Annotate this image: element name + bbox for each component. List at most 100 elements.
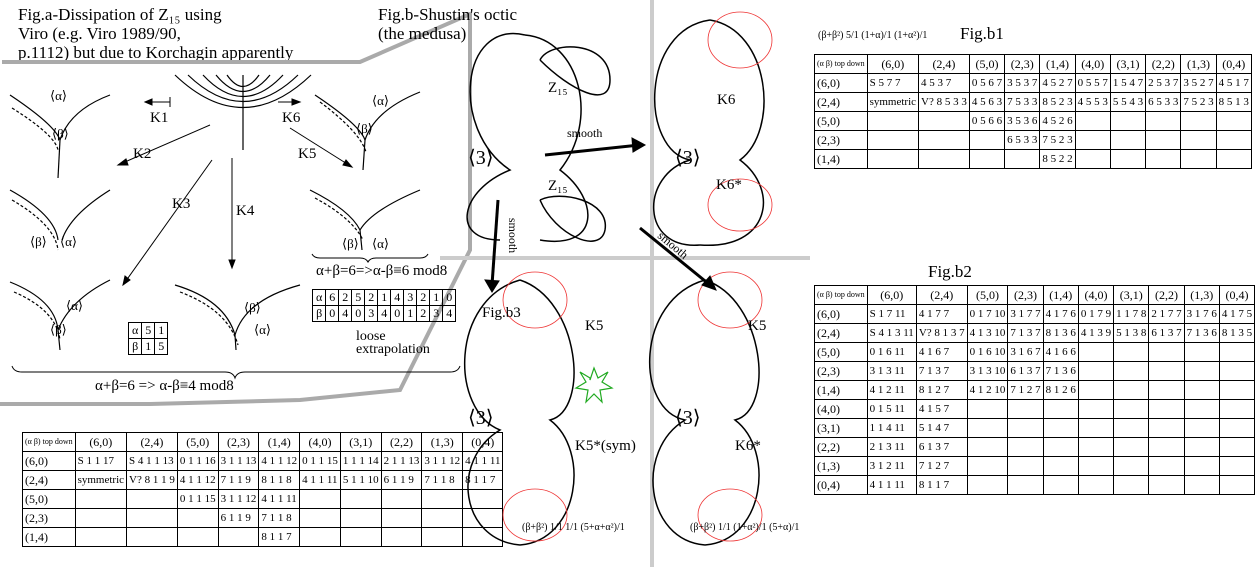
table-cell: 7 1 3 6 — [1042, 361, 1079, 381]
column-header: (1,3) — [421, 432, 464, 452]
table-cell — [966, 399, 1009, 419]
three-label-1: ⟨3⟩ — [468, 147, 494, 169]
column-header: (2,2) — [1148, 285, 1185, 305]
table-cell: 8 1 3 5 — [1218, 323, 1255, 343]
table-cell — [1042, 437, 1079, 457]
k6-label-b: K6 — [717, 92, 736, 108]
eq-mod8-4: α+β=6 => α-β≡4 mod8 — [95, 378, 234, 394]
table-cell: 8 1 1 7 — [258, 527, 301, 547]
table-cell — [1148, 399, 1185, 419]
svg-text:⟨β⟩: ⟨β⟩ — [50, 322, 67, 337]
table-cell: 4 1 5 7 — [915, 399, 968, 419]
column-header: (1,4) — [258, 432, 301, 452]
table-cell — [339, 527, 382, 547]
row-header: (1,4) — [22, 527, 76, 547]
table-cell: 5 1 1 10 — [339, 470, 382, 490]
table-cell: 0 5 6 7 — [968, 73, 1006, 93]
table-cell: 1 1 1 14 — [339, 451, 382, 471]
column-header: (0,4) — [1215, 54, 1252, 74]
table-cell: 4 1 1 12 — [176, 470, 219, 490]
column-header: (6,0) — [74, 432, 128, 452]
table-cell — [1007, 456, 1044, 476]
table-cell: 4 1 7 7 — [915, 304, 968, 324]
table-cell: 7 1 3 7 — [915, 361, 968, 381]
table-cell — [1218, 437, 1255, 457]
table-cell: 4 5 2 6 — [1039, 111, 1076, 131]
table-cell — [380, 489, 423, 509]
k2-label: K2 — [133, 146, 151, 162]
table-cell: 8 1 1 7 — [915, 475, 968, 495]
svg-text:⟨β⟩: ⟨β⟩ — [244, 300, 261, 315]
table-cell: 1 1 4 11 — [866, 418, 917, 438]
column-header: (4,0) — [299, 432, 341, 452]
table-cell — [339, 508, 382, 528]
fig-b1-table: (α β) top down(6,0)(2,4)(5,0)(2,3)(1,4)(… — [814, 54, 1252, 169]
table-cell: 4 5 2 7 — [1039, 73, 1076, 93]
table-cell — [1183, 342, 1220, 362]
table-cell: 5 5 4 3 — [1109, 92, 1147, 112]
table-cell — [1077, 342, 1115, 362]
table-cell: 7 5 2 3 — [1039, 130, 1076, 150]
column-header: (2,3) — [1004, 54, 1041, 74]
table-cell — [1180, 130, 1217, 150]
table-cell — [1183, 418, 1220, 438]
table-cell: 7 5 2 3 — [1180, 92, 1217, 112]
table-cell — [1218, 456, 1255, 476]
row-header: (1,4) — [814, 380, 868, 400]
row-header: (6,0) — [814, 304, 868, 324]
table-cell: 6 1 3 7 — [1148, 323, 1185, 343]
formula-b3: (β+β²) 1/1 1/1 (5+α+α²)/1 — [522, 522, 625, 533]
table-cell — [1215, 130, 1252, 150]
table-cell: 7 1 3 6 — [1183, 323, 1220, 343]
table-cell — [1148, 437, 1185, 457]
table-cell: 0 1 1 15 — [176, 489, 219, 509]
table-corner: (α β) top down — [814, 285, 868, 305]
table-cell: 3 1 6 7 — [1007, 342, 1044, 362]
column-header: (1,4) — [1039, 54, 1076, 74]
row-header: (5,0) — [22, 489, 76, 509]
column-header: (1,3) — [1183, 285, 1220, 305]
table-cell: 5 1 3 8 — [1113, 323, 1150, 343]
table-cell — [1077, 399, 1115, 419]
table-cell — [1109, 149, 1147, 169]
row-header: (1,3) — [814, 456, 868, 476]
table-cell: symmetric — [74, 470, 128, 490]
table-cell — [1218, 380, 1255, 400]
table-cell: 7 5 3 3 — [1004, 92, 1041, 112]
table-cell — [1183, 437, 1220, 457]
three-label-4: ⟨3⟩ — [675, 407, 701, 429]
fig-b1-title: Fig.b1 — [960, 24, 1004, 43]
table-cell — [1113, 418, 1150, 438]
table-cell — [1004, 149, 1041, 169]
column-header: (6,0) — [866, 54, 920, 74]
table-cell — [968, 130, 1006, 150]
table-cell — [1113, 437, 1150, 457]
table-cell — [918, 130, 970, 150]
row-header: (5,0) — [814, 342, 868, 362]
column-header: (2,4) — [915, 285, 968, 305]
k6s-label-b4: K6* — [735, 438, 761, 454]
row-header: (2,3) — [22, 508, 76, 528]
table-cell — [176, 508, 219, 528]
table-cell: V? 8 5 3 3 — [918, 92, 970, 112]
table-cell: 4 1 2 10 — [966, 380, 1009, 400]
table-cell: 0 1 1 15 — [299, 451, 341, 471]
table-cell: S 1 1 17 — [74, 451, 128, 471]
table-cell: 3 1 7 7 — [1007, 304, 1044, 324]
table-cell: 4 5 5 3 — [1074, 92, 1111, 112]
table-cell — [1215, 111, 1252, 131]
svg-text:⟨α⟩: ⟨α⟩ — [254, 322, 271, 337]
table-cell: 4 5 1 7 — [1215, 73, 1252, 93]
